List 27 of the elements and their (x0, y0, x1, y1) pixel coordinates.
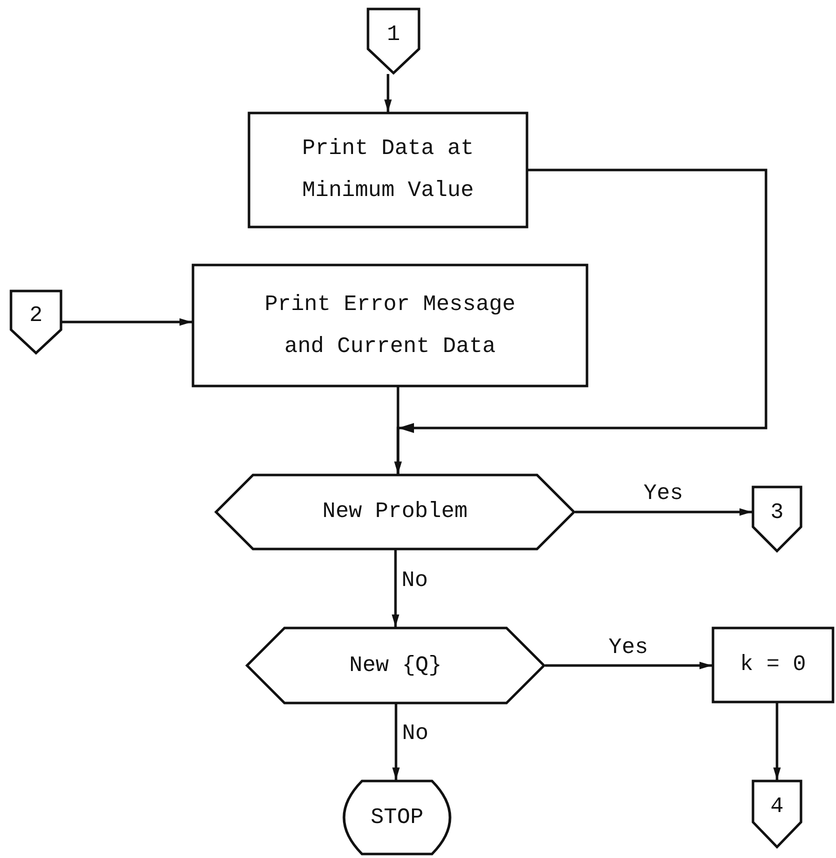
process-box (712, 627, 834, 703)
node-label: k = 0 (740, 651, 806, 680)
arrow (545, 662, 712, 670)
arrow (392, 550, 400, 627)
process-box (248, 112, 528, 228)
node-label: 3 (770, 498, 784, 526)
arrow (394, 168, 768, 474)
decision-hexagon (246, 627, 545, 704)
process-box (192, 264, 588, 387)
offpage-connector (10, 290, 62, 354)
node-label: New Problem (322, 498, 468, 526)
node-label: 2 (29, 302, 43, 330)
node-label: New {Q} (349, 652, 442, 680)
arrow (773, 703, 781, 780)
node-label: 4 (770, 793, 784, 822)
arrow (575, 508, 752, 516)
offpage-connector (752, 780, 802, 848)
arrow (62, 318, 192, 326)
node-label: 1 (386, 20, 400, 48)
offpage-connector (367, 8, 420, 74)
arrow (392, 704, 400, 780)
offpage-connector (752, 486, 802, 552)
node-label: STOP (370, 804, 424, 832)
node-label: Print Error Message and Current Data (264, 290, 516, 360)
decision-hexagon (215, 474, 575, 550)
node-label: Print Data at Minimum Value (301, 135, 475, 205)
arrow (384, 74, 392, 112)
